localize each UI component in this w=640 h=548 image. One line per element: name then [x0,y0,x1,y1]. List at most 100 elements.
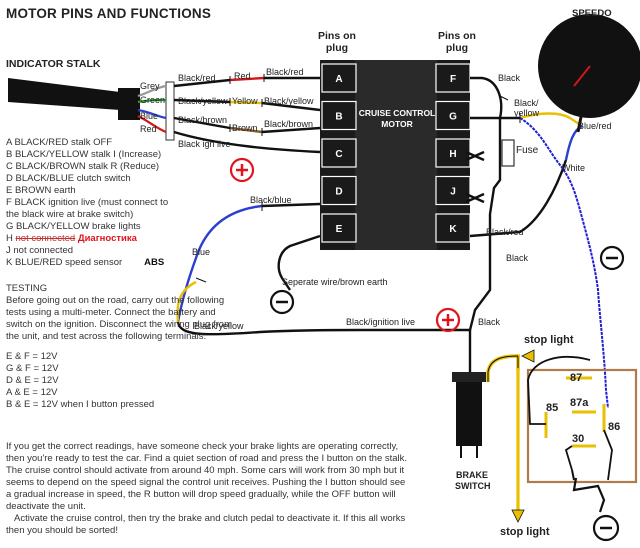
speed-wire [519,117,609,409]
pins-on-plug-left: Pins on plug [318,30,356,54]
legend-j: J not connected [6,245,74,256]
testing-text: Before going out on the road, carry out … [6,295,233,342]
pin-label-b: B [335,112,342,123]
pin-label-k: K [449,224,457,235]
minus-symbol-3 [592,514,620,542]
label-black-red-r: Black/red [486,227,524,237]
label-white: White [562,163,586,173]
fuse-label: Fuse [516,145,539,156]
minus-symbol [269,289,295,315]
legend-h-strike: not connected [15,233,76,244]
label-black-r2: Black [506,253,529,263]
pin-box-left-d [321,175,357,206]
pin-box-left-c [321,138,357,168]
pin-label-h: H [449,149,456,160]
legend-abs: ABS [144,257,165,268]
wires-abc [173,74,321,154]
label-brown: Brown [232,123,258,133]
relay-pin-30: 30 [572,433,585,445]
plus-symbol [229,157,255,183]
relay [526,356,638,513]
legend-f2: the black wire at brake switch) [6,209,134,220]
testing-heading: TESTING [6,283,48,294]
pin-label-f: F [450,74,456,85]
label-black-red-2: Black/red [266,67,304,77]
pin-box-left-e [321,213,357,243]
pin-label-j: J [450,187,456,198]
label-yellow: Yellow [232,96,258,106]
stop-light-bottom: stop light [500,526,550,538]
stop-light-wire [486,349,535,523]
label-blue: Blue [192,247,211,257]
relay-pin-87a: 87a [570,397,589,409]
pin-label-e: E [336,224,343,235]
wire-grey-label: Grey [140,81,160,91]
pin-legend: A BLACK/RED stalk OFF B BLACK/YELLOW sta… [6,137,168,269]
test-item: E & F = 12V [6,351,58,362]
label-black-red-1: Black/red [178,73,216,83]
label-black-yellow-3: Black/yellow [194,321,244,331]
pin-box-left-b [321,100,357,131]
fuse [501,139,515,167]
instructions-p1: If you get the correct readings, have so… [6,441,408,512]
pin-label-g: G [449,112,457,123]
test-item: D & E = 12V [6,375,59,386]
legend-h-diagnostics: Диагностика [77,233,137,244]
pin-box-right-j [435,175,471,206]
speedo [538,14,640,133]
plus-symbol-2 [435,307,461,333]
page-title: MOTOR PINS AND FUNCTIONS [6,6,212,21]
right-pins: F G H J K [435,63,471,243]
label-red: Red [234,71,251,81]
testing-section: TESTING Before going out on the road, ca… [6,283,244,411]
pins-on-plug-right: Pins on plug [438,30,476,54]
legend-h: H not connected Диагностика [6,233,137,244]
pin-label-c: C [335,149,342,160]
label-black-brown-1: Black/brown [178,115,228,125]
label-black-ign-live: Black ign live [178,139,231,149]
brake-switch [452,372,486,458]
label-black-yellow-r: Black/ yellow [514,98,540,118]
legend-g: G BLACK/YELLOW brake lights [6,221,141,232]
label-blue-red: Blue/red [578,121,612,131]
legend-a: A BLACK/RED stalk OFF [6,137,113,148]
legend-b: B BLACK/YELLOW stalk I (Increase) [6,149,162,160]
indicator-stalk [8,78,175,141]
pin-label-d: D [335,187,342,198]
legend-d: D BLACK/BLUE clutch switch [6,173,131,184]
relay-pin-86: 86 [608,421,621,433]
test-item: G & F = 12V [6,363,59,374]
pin-label-a: A [335,74,342,85]
motor-label: CRUISE CONTROL MOTOR [358,108,436,129]
label-black-yellow-2: Black/yellow [264,96,314,106]
wire-blue-label: Blue [140,111,159,121]
legend-f1: F BLACK ignition live (must connect to [6,197,169,208]
minus-symbol-2 [599,245,625,271]
wires-right [465,76,583,331]
label-black-brown-2: Black/brown [264,119,314,129]
pin-box-left-a [321,63,357,93]
legend-e: E BROWN earth [6,185,76,196]
wire-green-label: Green [140,95,166,105]
pin-box-right-h [435,138,471,168]
stalk-wires [137,84,167,134]
wire-red-label: Red [140,124,157,134]
instructions-p2: Activate the cruise control, then try th… [6,513,406,536]
indicator-stalk-label: INDICATOR STALK [6,58,101,70]
pin-box-right-g [435,100,471,131]
label-black-r1: Black [498,73,521,83]
brake-switch-label: BRAKE SWITCH [455,470,491,491]
relay-pin-85: 85 [546,402,559,414]
label-separate-earth: Seperate wire/brown earth [282,277,388,287]
legend-c: C BLACK/BROWN stalk R (Reduce) [6,161,160,172]
testing-list: E & F = 12V G & F = 12V D & E = 12V A & … [6,351,244,411]
label-black-yellow-1: Black/yellow [178,96,228,106]
test-item: A & E = 12V [6,387,58,398]
relay-pin-87: 87 [570,372,583,384]
label-black-r3: Black [478,317,501,327]
label-black-ign-live-2: Black/ignition live [346,317,416,327]
instructions-text: If you get the correct readings, have so… [6,441,411,537]
stop-light-top: stop light [524,334,574,346]
